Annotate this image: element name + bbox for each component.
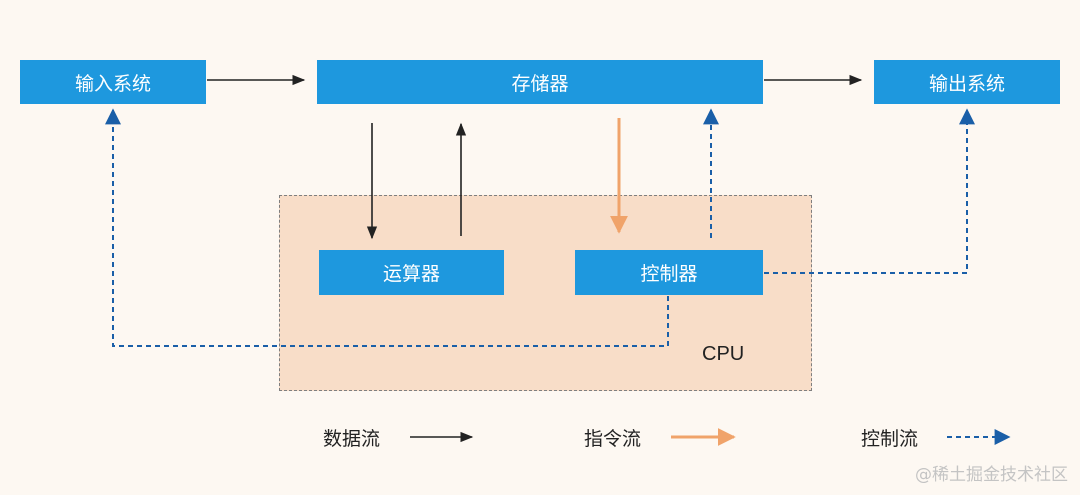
watermark: @稀土掘金技术社区 bbox=[915, 465, 1068, 485]
output-system-box: 输出系统 bbox=[874, 60, 1060, 104]
control-arrow-controller-to-output bbox=[764, 108, 975, 274]
controller-label: 控制器 bbox=[640, 263, 698, 285]
control-arrow-controller-to-input bbox=[105, 108, 669, 347]
memory-label: 存储器 bbox=[511, 72, 569, 95]
alu-box: 运算器 bbox=[319, 250, 504, 295]
cpu-label: CPU bbox=[702, 343, 745, 365]
memory-box: 存储器 bbox=[317, 60, 763, 104]
legend-instruction-flow-label: 指令流 bbox=[584, 428, 642, 450]
alu-label: 运算器 bbox=[382, 263, 440, 285]
input-system-box: 输入系统 bbox=[20, 60, 206, 104]
legend-data-flow-label: 数据流 bbox=[323, 428, 381, 450]
output-system-label: 输出系统 bbox=[928, 72, 1005, 95]
controller-box: 控制器 bbox=[575, 250, 763, 295]
input-system-label: 输入系统 bbox=[74, 72, 151, 95]
legend-control-flow-label: 控制流 bbox=[861, 428, 919, 450]
